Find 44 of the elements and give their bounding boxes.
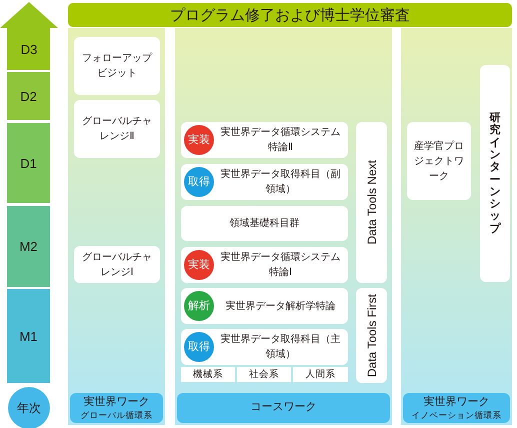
vertical-band	[356, 122, 387, 283]
course-box: グローバルチャレンジⅡ	[74, 100, 160, 158]
course-label: 実世界データ循環システム特論Ⅱ	[220, 126, 342, 155]
badge: 実装	[184, 250, 214, 280]
column-sublabel: グローバル循環系	[80, 410, 152, 420]
vertical-label: Data Tools First	[364, 294, 378, 378]
course-box: 領域基礎科目群	[181, 206, 348, 241]
course-box	[181, 122, 348, 158]
vertical-label: Data Tools Next	[364, 160, 378, 245]
course-box: 産学官プロジェクトワーク	[407, 122, 471, 200]
column-panel	[401, 28, 512, 425]
course-box	[181, 288, 348, 324]
field-cell: 機械系	[181, 367, 235, 382]
course-box	[181, 164, 348, 200]
badge: 実装	[184, 125, 214, 155]
title-banner: プログラム修了および博士学位審査	[68, 3, 512, 27]
vertical-band	[356, 288, 387, 383]
course-label: 実世界データ循環システム特論Ⅰ	[220, 250, 342, 280]
year-segment: D2	[7, 72, 50, 120]
badge: 取得	[184, 332, 214, 362]
field-cell: 社会系	[237, 367, 291, 382]
course-label: 実世界データ取得科目（副領域）	[220, 168, 342, 197]
column-label: 実世界ワーク	[424, 396, 490, 410]
year-segment: D1	[7, 123, 50, 203]
field-cell: 人間系	[293, 367, 348, 382]
badge: 取得	[184, 167, 214, 197]
course-label: 実世界データ取得科目（主領域）	[220, 332, 342, 362]
column-label: コースワーク	[250, 401, 316, 415]
column-panel	[68, 28, 165, 425]
year-segment: M1	[7, 289, 50, 383]
badge: 解析	[184, 291, 214, 321]
course-box: フォローアップビジット	[74, 37, 160, 95]
vertical-label: 研究インターンシップ	[489, 112, 501, 236]
year-segment: D3	[0, 2, 58, 70]
year-segment: M2	[7, 206, 50, 287]
year-circle: 年次	[8, 387, 50, 428]
column-sublabel: イノベーション循環系	[412, 410, 502, 420]
column-panel	[175, 28, 392, 425]
course-box	[181, 329, 348, 365]
column-label: 実世界ワーク	[84, 396, 150, 410]
vertical-band	[480, 65, 510, 282]
course-label: 実世界データ解析学特論	[226, 300, 336, 314]
course-box	[181, 247, 348, 283]
course-box: グローバルチャレンジⅠ	[74, 246, 160, 283]
